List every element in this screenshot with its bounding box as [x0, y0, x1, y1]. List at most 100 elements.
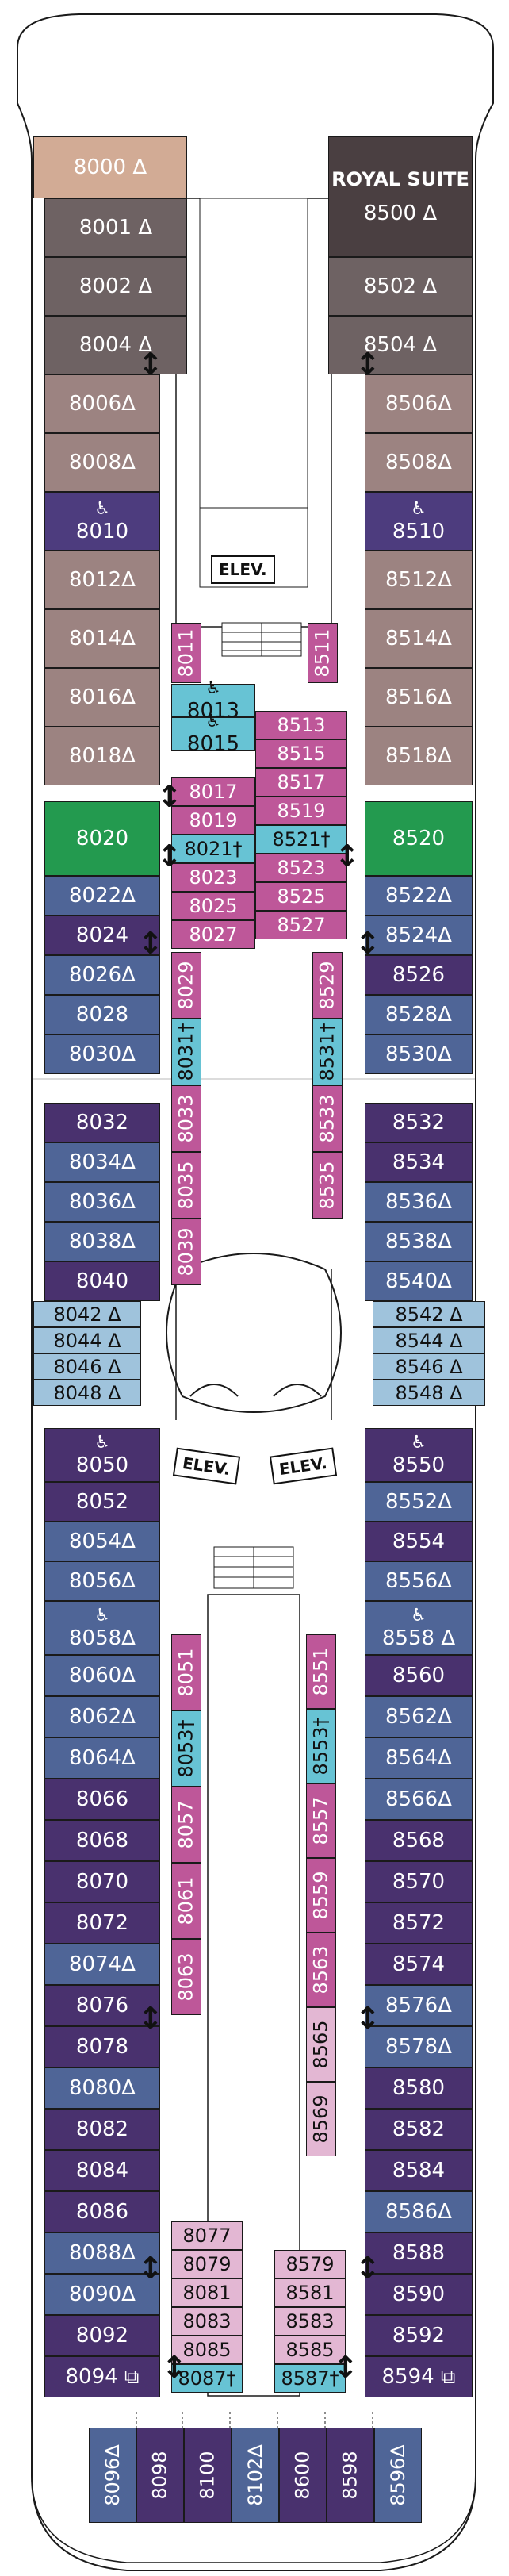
cabin-8522[interactable]: 8522Δ [365, 876, 473, 916]
cabin-8020[interactable]: 8020 [44, 801, 160, 876]
cabin-8028[interactable]: 8028 [44, 995, 160, 1035]
cabin-8506[interactable]: 8506Δ [365, 374, 473, 433]
cabin-8035[interactable]: 8035 [171, 1152, 201, 1219]
cabin-8550[interactable]: ♿8550 [365, 1428, 473, 1482]
cabin-8526[interactable]: 8526 [365, 955, 473, 995]
cabin-8077[interactable]: 8077 [171, 2221, 243, 2250]
cabin-8040[interactable]: 8040 [44, 1261, 160, 1301]
cabin-8027[interactable]: 8027 [171, 920, 255, 949]
cabin-8102[interactable]: 8102Δ [232, 2428, 279, 2523]
cabin-8559[interactable]: 8559 [306, 1858, 336, 1933]
cabin-8587[interactable]: 8587† [274, 2364, 346, 2393]
cabin-8012[interactable]: 8012Δ [44, 551, 160, 609]
cabin-8034[interactable]: 8034Δ [44, 1142, 160, 1182]
cabin-8086[interactable]: 8086 [44, 2191, 160, 2232]
cabin-8080[interactable]: 8080Δ [44, 2067, 160, 2109]
cabin-8052[interactable]: 8052 [44, 1482, 160, 1522]
cabin-8530[interactable]: 8530Δ [365, 1035, 473, 1074]
cabin-8061[interactable]: 8061 [171, 1863, 201, 1939]
cabin-8039[interactable]: 8039 [171, 1219, 201, 1285]
cabin-8566[interactable]: 8566Δ [365, 1779, 473, 1820]
cabin-8078[interactable]: 8078 [44, 2026, 160, 2067]
cabin-8008[interactable]: 8008Δ [44, 433, 160, 492]
cabin-8518[interactable]: 8518Δ [365, 727, 473, 785]
cabin-8016[interactable]: 8016Δ [44, 668, 160, 727]
cabin-8513[interactable]: 8513 [255, 711, 347, 739]
cabin-8502[interactable]: 8502 Δ [328, 257, 473, 316]
cabin-8015[interactable]: ♿8015 [171, 713, 255, 754]
cabin-8087[interactable]: 8087† [171, 2364, 243, 2393]
cabin-8574[interactable]: 8574 [365, 1944, 473, 1985]
cabin-8511[interactable]: 8511 [308, 623, 338, 683]
cabin-8070[interactable]: 8070 [44, 1861, 160, 1902]
cabin-8090[interactable]: 8090Δ [44, 2274, 160, 2315]
cabin-8023[interactable]: 8023 [171, 863, 255, 892]
cabin-8032[interactable]: 8032 [44, 1103, 160, 1142]
cabin-8017[interactable]: 8017 [171, 777, 255, 806]
cabin-8523[interactable]: 8523 [255, 854, 347, 882]
cabin-8056[interactable]: 8056Δ [44, 1561, 160, 1601]
cabin-8519[interactable]: 8519 [255, 797, 347, 825]
cabin-8001[interactable]: 8001 Δ [44, 198, 187, 257]
cabin-8600[interactable]: 8600 [279, 2428, 327, 2523]
cabin-8546[interactable]: 8546 Δ [373, 1353, 485, 1380]
cabin-8576[interactable]: 8576Δ [365, 1985, 473, 2026]
cabin-8098[interactable]: 8098 [136, 2428, 184, 2523]
cabin-8583[interactable]: 8583 [274, 2307, 346, 2336]
cabin-8515[interactable]: 8515 [255, 739, 347, 768]
cabin-8533[interactable]: 8533 [312, 1085, 343, 1152]
cabin-8084[interactable]: 8084 [44, 2150, 160, 2191]
cabin-8525[interactable]: 8525 [255, 882, 347, 911]
cabin-8094[interactable]: 8094 ⧉ [44, 2356, 160, 2397]
cabin-8532[interactable]: 8532 [365, 1103, 473, 1142]
cabin-8581[interactable]: 8581 [274, 2278, 346, 2307]
cabin-8068[interactable]: 8068 [44, 1820, 160, 1861]
cabin-8527[interactable]: 8527 [255, 911, 347, 939]
cabin-8029[interactable]: 8029 [171, 952, 201, 1019]
cabin-8082[interactable]: 8082 [44, 2109, 160, 2150]
cabin-8018[interactable]: 8018Δ [44, 727, 160, 785]
cabin-8038[interactable]: 8038Δ [44, 1222, 160, 1261]
cabin-8053[interactable]: 8053† [171, 1710, 201, 1787]
cabin-8535[interactable]: 8535 [312, 1152, 343, 1219]
cabin-8100[interactable]: 8100 [184, 2428, 232, 2523]
cabin-8516[interactable]: 8516Δ [365, 668, 473, 727]
cabin-8578[interactable]: 8578Δ [365, 2026, 473, 2067]
cabin-8569[interactable]: 8569 [306, 2082, 336, 2156]
cabin-8033[interactable]: 8033 [171, 1085, 201, 1152]
cabin-8556[interactable]: 8556Δ [365, 1561, 473, 1601]
cabin-8063[interactable]: 8063 [171, 1939, 201, 2015]
cabin-8596[interactable]: 8596Δ [374, 2428, 422, 2523]
cabin-8011[interactable]: 8011 [171, 623, 201, 683]
cabin-8551[interactable]: 8551 [306, 1634, 336, 1709]
cabin-8536[interactable]: 8536Δ [365, 1182, 473, 1222]
cabin-8564[interactable]: 8564Δ [365, 1737, 473, 1779]
cabin-8026[interactable]: 8026Δ [44, 955, 160, 995]
cabin-8584[interactable]: 8584 [365, 2150, 473, 2191]
cabin-8528[interactable]: 8528Δ [365, 995, 473, 1035]
cabin-8590[interactable]: 8590 [365, 2274, 473, 2315]
cabin-8521[interactable]: 8521† [255, 825, 347, 854]
cabin-8542[interactable]: 8542 Δ [373, 1301, 485, 1327]
cabin-8582[interactable]: 8582 [365, 2109, 473, 2150]
cabin-8529[interactable]: 8529 [312, 952, 343, 1019]
cabin-8512[interactable]: 8512Δ [365, 551, 473, 609]
cabin-8051[interactable]: 8051 [171, 1634, 201, 1710]
cabin-8594[interactable]: 8594 ⧉ [365, 2356, 473, 2397]
cabin-8562[interactable]: 8562Δ [365, 1696, 473, 1737]
cabin-8066[interactable]: 8066 [44, 1779, 160, 1820]
cabin-8085[interactable]: 8085 [171, 2336, 243, 2364]
cabin-8092[interactable]: 8092 [44, 2315, 160, 2356]
cabin-8520[interactable]: 8520 [365, 801, 473, 876]
cabin-8598[interactable]: 8598 [327, 2428, 374, 2523]
cabin-8553[interactable]: 8553† [306, 1709, 336, 1783]
cabin-8540[interactable]: 8540Δ [365, 1261, 473, 1301]
cabin-8568[interactable]: 8568 [365, 1820, 473, 1861]
cabin-8534[interactable]: 8534 [365, 1142, 473, 1182]
cabin-8036[interactable]: 8036Δ [44, 1182, 160, 1222]
cabin-8019[interactable]: 8019 [171, 806, 255, 835]
cabin-8014[interactable]: 8014Δ [44, 609, 160, 668]
cabin-8572[interactable]: 8572 [365, 1902, 473, 1944]
cabin-8013[interactable]: ♿8013 [171, 680, 255, 721]
